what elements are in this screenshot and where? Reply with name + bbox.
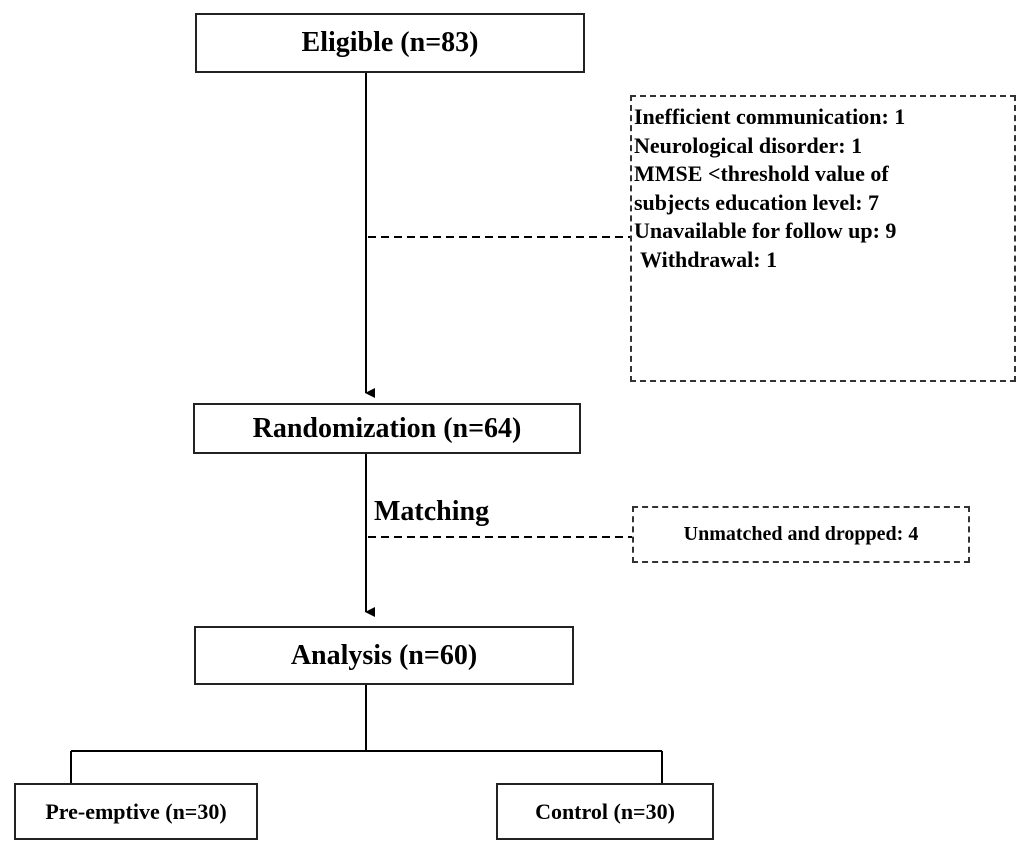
randomization-label: Randomization (n=64) <box>252 412 522 444</box>
exclusion-item: Unavailable for follow up: 9 <box>634 218 897 243</box>
matching-label: Matching <box>374 496 490 527</box>
analysis-box: Analysis (n=60) <box>194 626 574 685</box>
exclusion-item: Neurological disorder: 1 <box>634 132 863 158</box>
exclusion-item: Inefficient communication: 1 <box>634 104 906 129</box>
control-box: Control (n=30) <box>496 783 714 840</box>
control-label: Control (n=30) <box>535 798 675 824</box>
eligible-label: Eligible (n=83) <box>301 27 479 58</box>
eligible-box: Eligible (n=83) <box>195 13 585 73</box>
exclusion-item: subjects education level: 7 <box>634 189 880 215</box>
pre-emptive-label: Pre-emptive (n=30) <box>45 798 227 824</box>
randomization-box: Randomization (n=64) <box>193 403 581 454</box>
analysis-label: Analysis (n=60) <box>290 639 478 671</box>
pre-emptive-box: Pre-emptive (n=30) <box>14 783 258 840</box>
exclusion-item: Withdrawal: 1 <box>640 246 778 272</box>
exclusion-box: Inefficient communication: 1 Neurologica… <box>630 95 1016 382</box>
exclusion-item: MMSE <threshold value of <box>634 161 889 186</box>
unmatched-label: Unmatched and dropped: 4 <box>683 523 919 545</box>
unmatched-box: Unmatched and dropped: 4 <box>632 506 970 563</box>
